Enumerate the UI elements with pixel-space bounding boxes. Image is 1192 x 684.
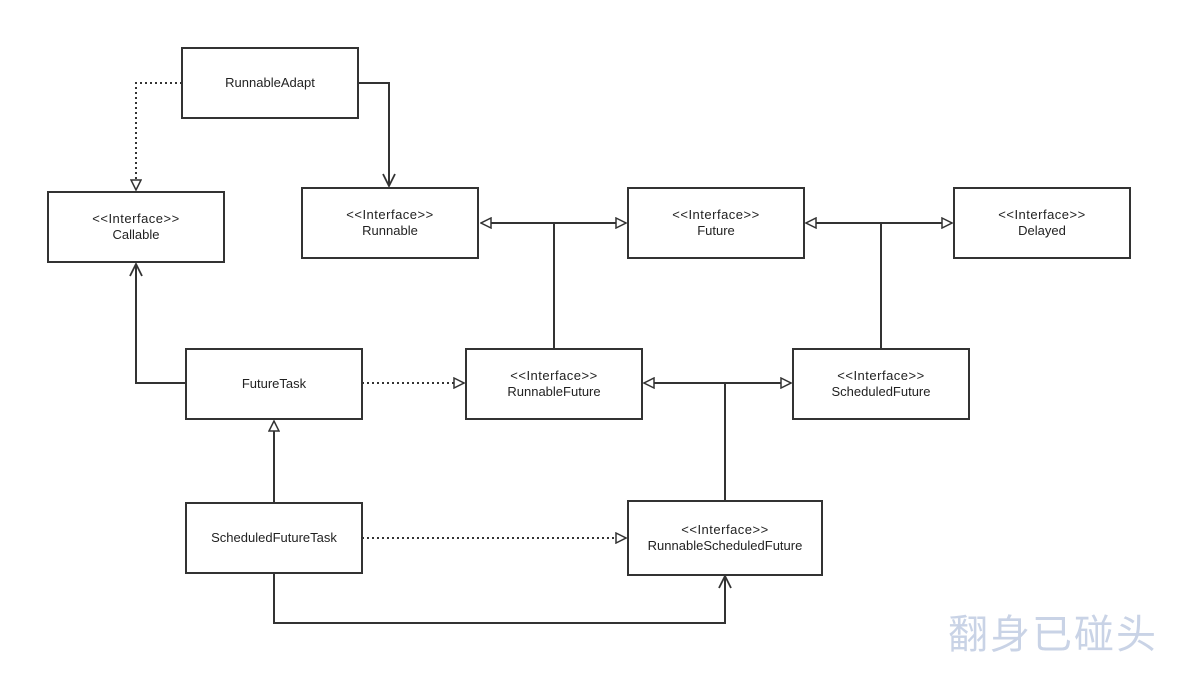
box-stereotype: <<Interface>> [672, 207, 760, 222]
edge-futuretask-callable [136, 264, 186, 384]
box-title: Callable [112, 227, 160, 242]
box-title: RunnableFuture [507, 384, 601, 399]
box-stereotype: <<Interface>> [510, 368, 598, 383]
box-stereotype: <<Interface>> [681, 522, 769, 537]
edge-runnableadapt-runnable [358, 82, 389, 186]
box-futuretask: FutureTask [185, 348, 363, 420]
box-title: RunnableScheduledFuture [647, 538, 803, 553]
box-title: RunnableAdapt [225, 75, 315, 90]
box-runnablefuture: <<Interface>> RunnableFuture [465, 348, 643, 420]
box-title: Future [697, 223, 735, 238]
edge-runnableadapt-callable [136, 82, 182, 190]
watermark-text: 翻身已碰头 [948, 612, 1158, 658]
box-stereotype: <<Interface>> [346, 207, 434, 222]
box-runnablescheduledfuture: <<Interface>> RunnableScheduledFuture [627, 500, 823, 576]
box-runnable: <<Interface>> Runnable [301, 187, 479, 259]
box-title: ScheduledFuture [831, 384, 931, 399]
box-stereotype: <<Interface>> [998, 207, 1086, 222]
box-title: ScheduledFutureTask [211, 530, 337, 545]
box-callable: <<Interface>> Callable [47, 191, 225, 263]
edge-sft-rsf-assoc [273, 573, 725, 624]
box-future: <<Interface>> Future [627, 187, 805, 259]
box-title: FutureTask [241, 376, 307, 391]
box-title: Runnable [362, 223, 418, 238]
box-stereotype: <<Interface>> [837, 368, 925, 383]
box-title: Delayed [1018, 223, 1066, 238]
box-delayed: <<Interface>> Delayed [953, 187, 1131, 259]
box-stereotype: <<Interface>> [92, 211, 180, 226]
box-scheduledfuturetask: ScheduledFutureTask [185, 502, 363, 574]
box-runnableadapt: RunnableAdapt [181, 47, 359, 119]
box-scheduledfuture: <<Interface>> ScheduledFuture [792, 348, 970, 420]
